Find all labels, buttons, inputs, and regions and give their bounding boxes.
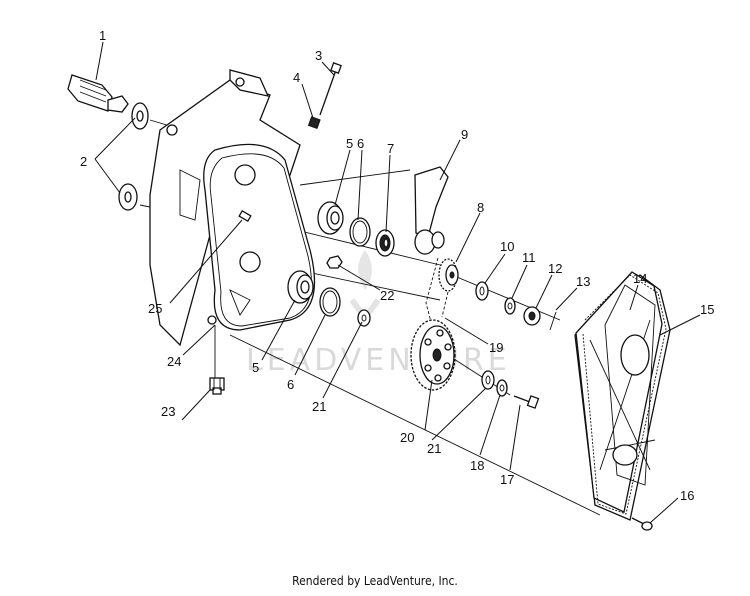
callout-14: 14 xyxy=(633,271,647,286)
callout-6-lower: 6 xyxy=(287,377,294,392)
part-bearing-small xyxy=(375,229,395,257)
callout-24: 24 xyxy=(167,354,181,369)
footer-credit: Rendered by LeadVenture, Inc. xyxy=(292,574,458,588)
part-input-shaft xyxy=(67,74,129,113)
part-seal-ring-upper xyxy=(349,217,371,247)
callout-8: 8 xyxy=(477,200,484,215)
callout-25: 25 xyxy=(148,301,162,316)
callout-18: 18 xyxy=(470,458,484,473)
callout-3: 3 xyxy=(315,48,322,63)
part-washer-21-lower xyxy=(481,370,495,390)
part-drain-plug xyxy=(209,377,225,395)
part-bolt-17 xyxy=(513,395,540,409)
part-bearing-upper xyxy=(317,201,344,235)
callout-11: 11 xyxy=(522,250,536,265)
callout-5-lower: 5 xyxy=(252,360,259,375)
part-washer-10 xyxy=(475,281,489,301)
callout-7: 7 xyxy=(387,141,394,156)
callout-19: 19 xyxy=(489,340,503,355)
part-castle-nut xyxy=(523,306,541,326)
part-bolt-upper xyxy=(319,62,342,116)
part-cover-gasket xyxy=(582,274,667,515)
part-cover-screw xyxy=(631,517,653,531)
part-gear-case-housing xyxy=(149,69,316,347)
callout-21-upper: 21 xyxy=(312,399,326,414)
part-seal-ring-lower xyxy=(319,287,341,317)
callout-10: 10 xyxy=(500,239,514,254)
part-bearing-lower xyxy=(287,270,314,304)
callout-numbers: 1 2 3 4 5 6 7 8 9 10 11 12 13 14 15 16 1… xyxy=(80,28,714,503)
part-lower-sprocket xyxy=(410,319,456,391)
callout-12: 12 xyxy=(548,261,562,276)
callout-4: 4 xyxy=(293,70,300,85)
callout-9: 9 xyxy=(461,127,468,142)
part-cotter-pin xyxy=(549,311,557,331)
callout-22: 22 xyxy=(380,288,394,303)
callout-15: 15 xyxy=(700,302,714,317)
part-upper-sprocket xyxy=(438,258,459,292)
callout-13: 13 xyxy=(576,274,590,289)
callout-1: 1 xyxy=(99,28,106,43)
callout-17: 17 xyxy=(500,472,514,487)
callout-leaders xyxy=(94,41,701,524)
callout-20: 20 xyxy=(400,430,414,445)
part-washer-11 xyxy=(504,297,516,315)
callout-21-lower: 21 xyxy=(427,441,441,456)
part-nut-upper xyxy=(307,116,321,130)
callout-5-upper: 5 xyxy=(346,136,353,151)
part-washer-lower xyxy=(118,183,138,211)
part-case-cover xyxy=(574,271,671,521)
watermark-text: LEADVENTURE xyxy=(246,343,511,378)
part-tensioner-arm xyxy=(414,166,449,255)
part-washer-21-upper xyxy=(357,309,371,327)
callout-6-upper: 6 xyxy=(357,136,364,151)
callout-23: 23 xyxy=(161,404,175,419)
callout-2: 2 xyxy=(80,154,87,169)
part-washer-upper xyxy=(131,102,149,130)
part-washer-18 xyxy=(496,379,508,397)
callout-16: 16 xyxy=(680,488,694,503)
part-dowel-pin xyxy=(238,210,252,222)
